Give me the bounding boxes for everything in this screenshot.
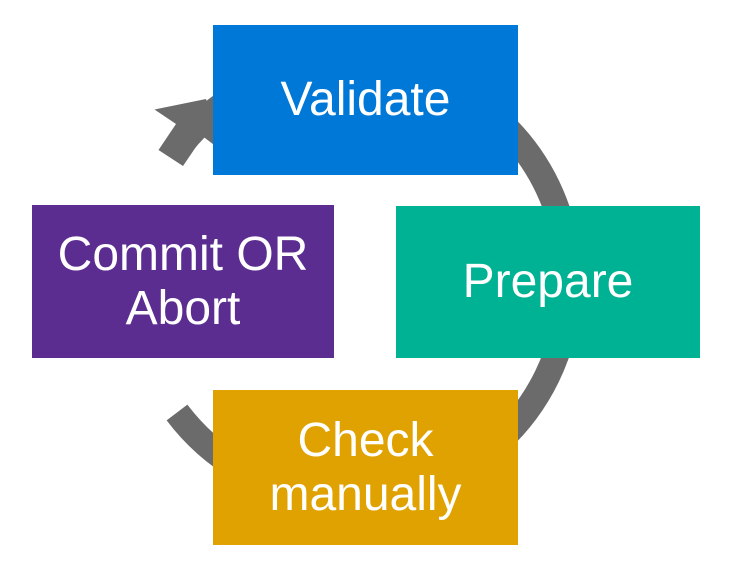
cycle-node-validate[interactable]: Validate <box>213 25 518 175</box>
cycle-node-validate-label: Validate <box>280 73 451 127</box>
cycle-node-prepare-label: Prepare <box>462 255 634 309</box>
cycle-node-commit-or-abort[interactable]: Commit OR Abort <box>32 205 334 358</box>
cycle-node-check-manually[interactable]: Check manually <box>213 390 518 545</box>
cycle-arrowhead <box>154 99 222 166</box>
cycle-node-prepare[interactable]: Prepare <box>396 206 700 358</box>
cycle-node-commit-or-abort-label: Commit OR Abort <box>57 227 309 335</box>
cycle-node-check-manually-label: Check manually <box>269 413 462 521</box>
